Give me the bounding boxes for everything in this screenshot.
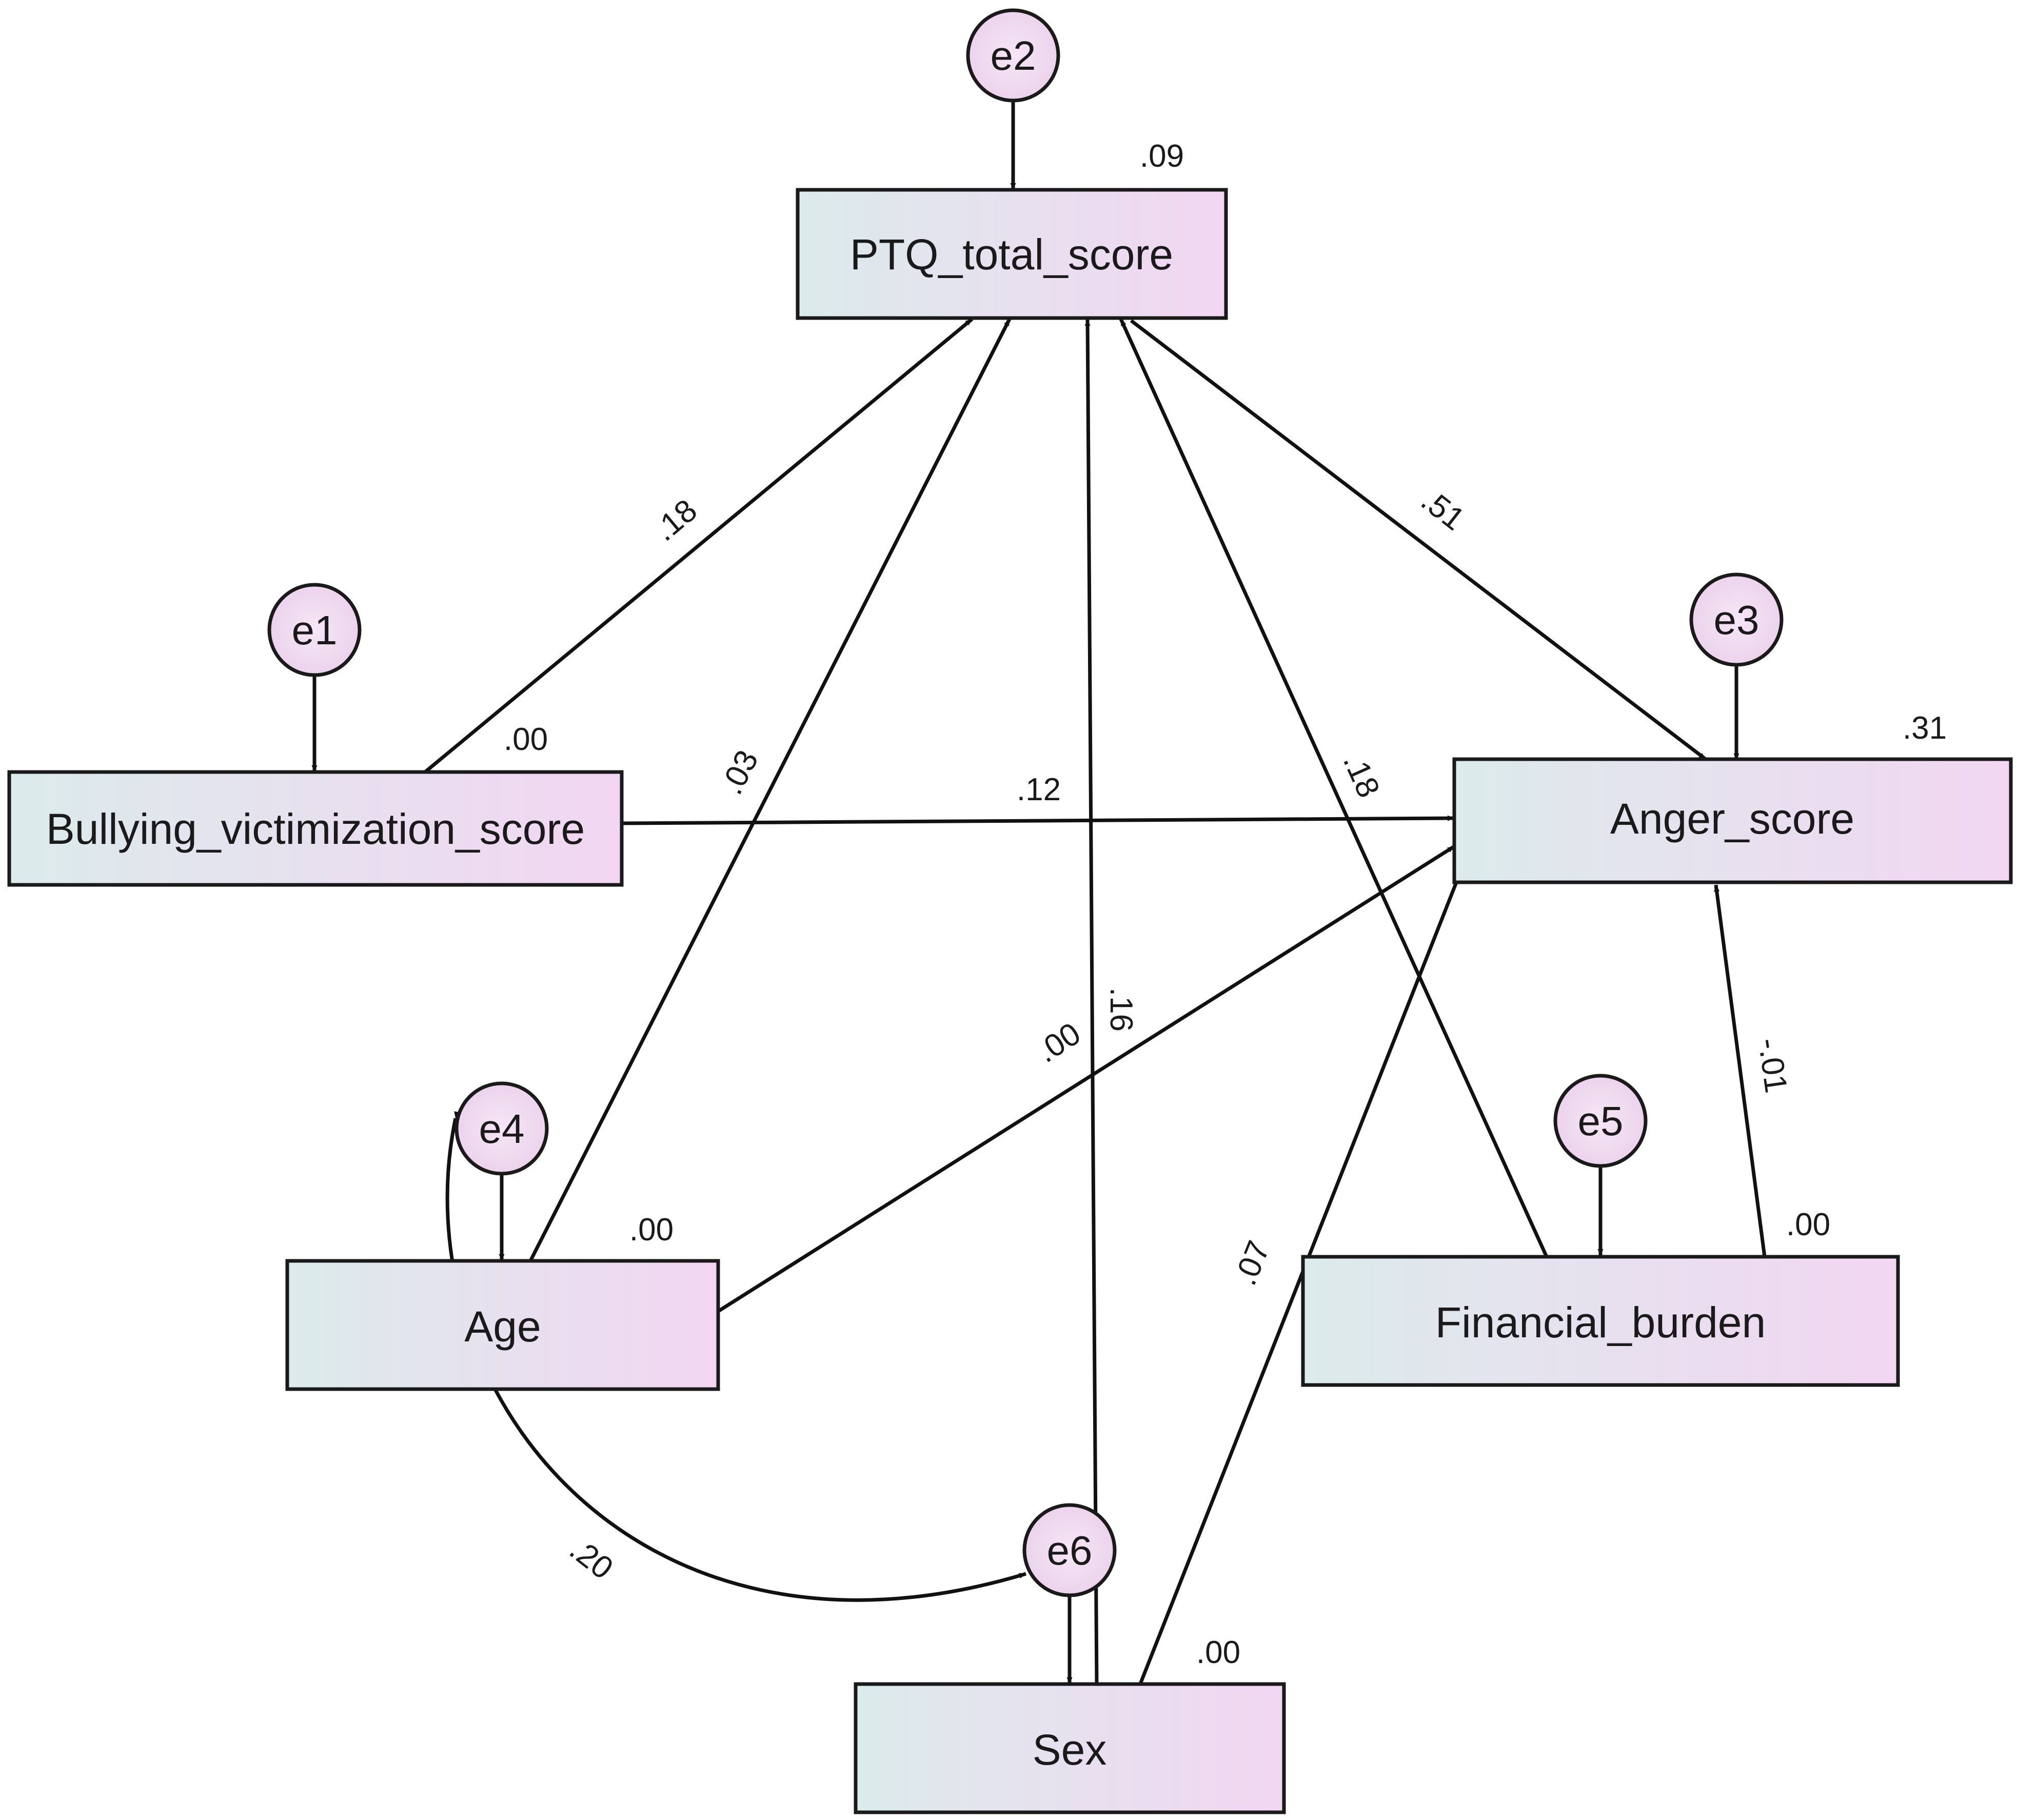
node-age-label: Age: [464, 1302, 541, 1351]
node-ptq[interactable]: PTQ_total_score: [796, 188, 1228, 320]
path-sex-to-anger: [1138, 874, 1461, 1686]
node-anger-label: Anger_score: [1610, 795, 1854, 843]
node-fin-label: Financial_burden: [1435, 1298, 1766, 1347]
coef-age-ptq: .03: [714, 745, 765, 800]
coef-bully-ptq: .18: [647, 492, 704, 548]
coef-sex-ptq: .16: [1103, 987, 1139, 1032]
path-bully-to-ptq: [422, 318, 974, 775]
error-e6[interactable]: e6: [1022, 1503, 1117, 1597]
coefficient-labels: .18 .03 .16 .18 .51 .12 .00 .07 -.01 .20: [563, 482, 1793, 1586]
error-e2-label: e2: [991, 33, 1036, 78]
path-fin-to-ptq: [1119, 318, 1549, 1258]
coef-fin-ptq: .18: [1336, 748, 1387, 803]
node-age[interactable]: Age: [285, 1259, 720, 1391]
error-e3-label: e3: [1714, 597, 1759, 643]
node-anger[interactable]: Anger_score: [1452, 757, 2013, 884]
error-e5-label: e5: [1578, 1098, 1624, 1144]
path-age-to-ptq: [528, 318, 1012, 1263]
coef-fin-anger: -.01: [1751, 1036, 1794, 1095]
node-sex[interactable]: Sex: [854, 1682, 1286, 1814]
r2-fin: .00: [1786, 1207, 1830, 1242]
coef-age-anger: .00: [1031, 1016, 1087, 1070]
path-age-to-anger: [718, 845, 1455, 1312]
node-bully[interactable]: Bullying_victimization_score: [7, 770, 624, 887]
r2-age: .00: [629, 1212, 674, 1248]
path-ptq-to-anger: [1130, 319, 1707, 761]
error-e2[interactable]: e2: [966, 8, 1060, 103]
node-sex-label: Sex: [1033, 1726, 1107, 1774]
error-e6-label: e6: [1047, 1528, 1093, 1573]
error-e5[interactable]: e5: [1553, 1074, 1648, 1168]
path-sex-to-ptq: [1084, 319, 1099, 1686]
error-e4[interactable]: e4: [454, 1081, 549, 1176]
covariance-e4-e6: [445, 1111, 1027, 1602]
r2-anger: .31: [1903, 710, 1947, 746]
error-e3[interactable]: e3: [1689, 572, 1784, 667]
paths: [311, 101, 1767, 1686]
r2-bully: .00: [504, 722, 548, 757]
node-ptq-label: PTQ_total_score: [850, 230, 1173, 279]
node-fin[interactable]: Financial_burden: [1301, 1255, 1900, 1387]
error-e1[interactable]: e1: [267, 583, 362, 677]
coef-bully-anger: .12: [1017, 772, 1061, 807]
node-bully-label: Bullying_victimization_score: [46, 805, 585, 853]
r2-sex: .00: [1196, 1635, 1240, 1670]
coef-ptq-anger: .51: [1414, 482, 1471, 537]
path-bully-to-anger: [621, 815, 1455, 825]
r2-ptq: .09: [1140, 139, 1184, 174]
coef-e4-e6: .20: [563, 1531, 619, 1586]
error-e1-label: e1: [292, 607, 338, 653]
error-e4-label: e4: [479, 1106, 525, 1152]
r-squared-labels: .09 .00 .31 .00 .00 .00: [504, 139, 1947, 1670]
coef-sex-anger: .07: [1228, 1236, 1277, 1290]
path-fin-to-anger: [1714, 884, 1767, 1257]
